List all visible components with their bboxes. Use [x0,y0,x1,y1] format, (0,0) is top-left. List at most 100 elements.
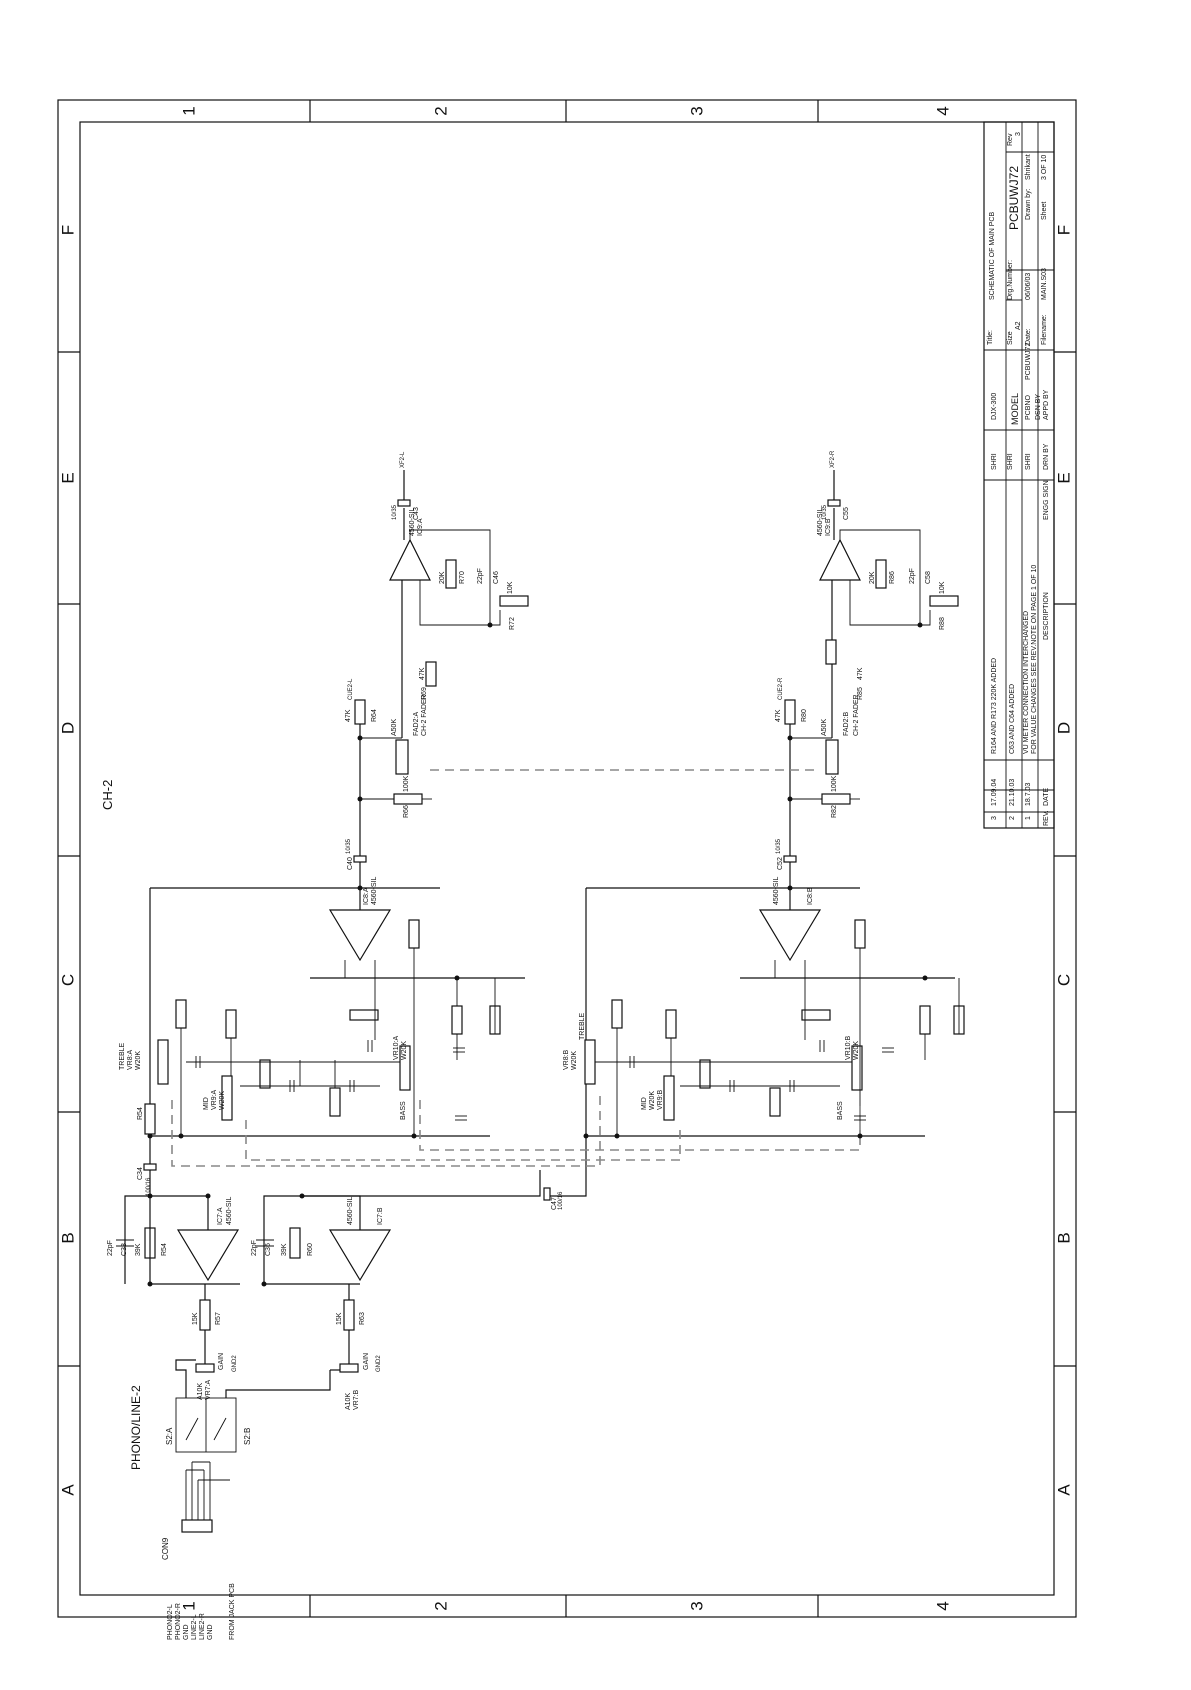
c40-ref: C40 [347,857,354,870]
r88-value: 10K [939,581,946,594]
r88-ref: R88 [939,617,946,630]
c43-ref: C43 [413,507,420,520]
capacitor-c55 [827,499,841,507]
r69-value: 47K [419,667,426,680]
c47-value: 100/16 [558,1191,564,1210]
fad2a-name: CH-2 FADER [421,694,428,736]
resistor-r72 [499,595,529,607]
vr8b-value: W20K [571,1051,578,1070]
gain-pot-b-gnd: GND2 [376,1355,382,1372]
vr8b-ref: VR8:B [563,1049,570,1070]
row-label-c-right: C [1054,974,1073,986]
c46-ref: C46 [493,571,500,584]
c46-value: 22pF [477,568,484,584]
file-value: MAIN.S03 [1041,268,1048,300]
ic9a-type: 4560-SIL [409,507,416,536]
fad2b-value: A50K [821,719,828,736]
vr8a-value: W20K [135,1051,142,1070]
capacitor-c34 [143,1163,157,1171]
rev-row-2-desc: C63 AND C64 ADDED [1009,684,1016,754]
file-label: Filename: [1041,314,1048,345]
row-label-a-right: A [1054,1484,1073,1496]
connector-ref: CON9 [161,1537,170,1560]
channel-right: 15K R63 4560-SIL IC7:B 39K R60 22pF C36 … [251,450,965,1331]
fad2a-ref: FAD2:A [413,712,420,736]
rev-header-desc: DESCRIPTION [1043,592,1050,640]
dwg-number: PCBUWJ72 [1007,166,1021,230]
resistor-r66 [393,793,423,805]
r57-value: 15K [192,1312,199,1325]
pcb-value: PCBUWJ72 [1025,343,1032,380]
c47-ref: C47 [551,1197,558,1210]
rev-row-1-rev: 3 [991,816,998,820]
gain-pot-a-label: GAIN [218,1353,225,1370]
title-label: Title: [987,330,994,345]
vr9a-ref: VR9:A [211,1089,218,1110]
appd-label: APPD BY [1043,389,1050,420]
row-label-e: E [58,472,77,483]
cue-right: CUE2-R [778,677,784,700]
cue-left: CUE2-L [348,678,354,700]
ic8b-type: 4560-SIL [773,876,780,905]
r86-value: 20K [869,571,876,584]
opamp-ic8a [328,909,392,962]
model-value: DJX-300 [991,393,998,420]
pin-phono2-l: PHONO2-L [167,1604,174,1640]
row-label-c: C [58,974,77,986]
c52-value: 10/35 [776,838,782,854]
r85-value: 47K [857,667,864,680]
row-label-d: D [58,722,77,734]
opamp-ic9b [819,538,861,581]
pin-gnd-1: GND [183,1624,190,1640]
row-label-f-right: F [1054,225,1073,235]
resistor-r85 [825,639,837,665]
model-label: MODEL [1010,393,1020,425]
rev-row-1-desc: R164 AND R173 220K ADDED [991,658,998,754]
fader-fad2a [395,739,409,775]
dwg-label: Drg.Number: [1007,260,1014,300]
resistor-r88 [929,595,959,607]
r82-value: 100K [831,775,838,792]
date-value: 06/06/03 [1025,273,1032,300]
date-label: Date: [1025,328,1032,345]
resistor-r63 [343,1299,355,1331]
row-labels: A B C D E F A B C D E F [58,225,1073,1496]
input-section: PHONO/LINE-2 CON9 PHONO2-L PHONO2-R GND … [129,1330,382,1640]
c36-ref: C36 [265,1243,272,1256]
rev-header-date: DATE [1043,788,1050,806]
rev-row-2-date: 21.10.03 [1009,779,1016,806]
c55-ref: C55 [843,507,850,520]
row-label-f: F [58,225,77,235]
opamp-ic8b [758,909,822,962]
ic7b-ref: IC7:B [377,1207,384,1225]
vr9b-ref: VR9:B [657,1089,664,1110]
r70-ref: R70 [459,571,466,584]
rev-row-1-date: 17.09.04 [991,779,998,806]
r55-ref: R54 [137,1107,144,1120]
row-label-b-right: B [1054,1232,1073,1243]
r60-value: 39K [281,1243,288,1256]
rev-header-rev: REV. [1043,810,1050,826]
resistor-r86 [875,559,887,589]
resistor-r69 [425,661,437,687]
treble-label-b: TREBLE [579,1012,586,1040]
r54-value: 39K [135,1243,142,1256]
vr10a-value: W20K [401,1041,408,1060]
r66-ref: R66 [403,805,410,818]
resistor-r55 [144,1103,156,1135]
c40-value: 10/35 [346,838,352,854]
capacitor-c43 [397,499,411,507]
treble-pot-vr8b [584,1039,596,1085]
capacitor-c52 [783,855,797,863]
r69-ref: R69 [421,687,428,700]
junction-dots [147,622,928,1287]
title-block: Title: SCHEMATIC OF MAIN PCB Size A2 Drg… [983,121,1055,829]
rev-note: FOR VALUE CHANGES SEE REV.NOTE ON PAGE 1… [1031,565,1038,754]
vr10b-ref: VR10:B [845,1036,852,1060]
drn-value: SHRI [1025,453,1032,470]
ic9b-type: 4560-SIL [817,507,824,536]
row-label-b: B [58,1232,77,1243]
bass-label: BASS [400,1101,407,1120]
opamp-ic9a [389,538,431,581]
